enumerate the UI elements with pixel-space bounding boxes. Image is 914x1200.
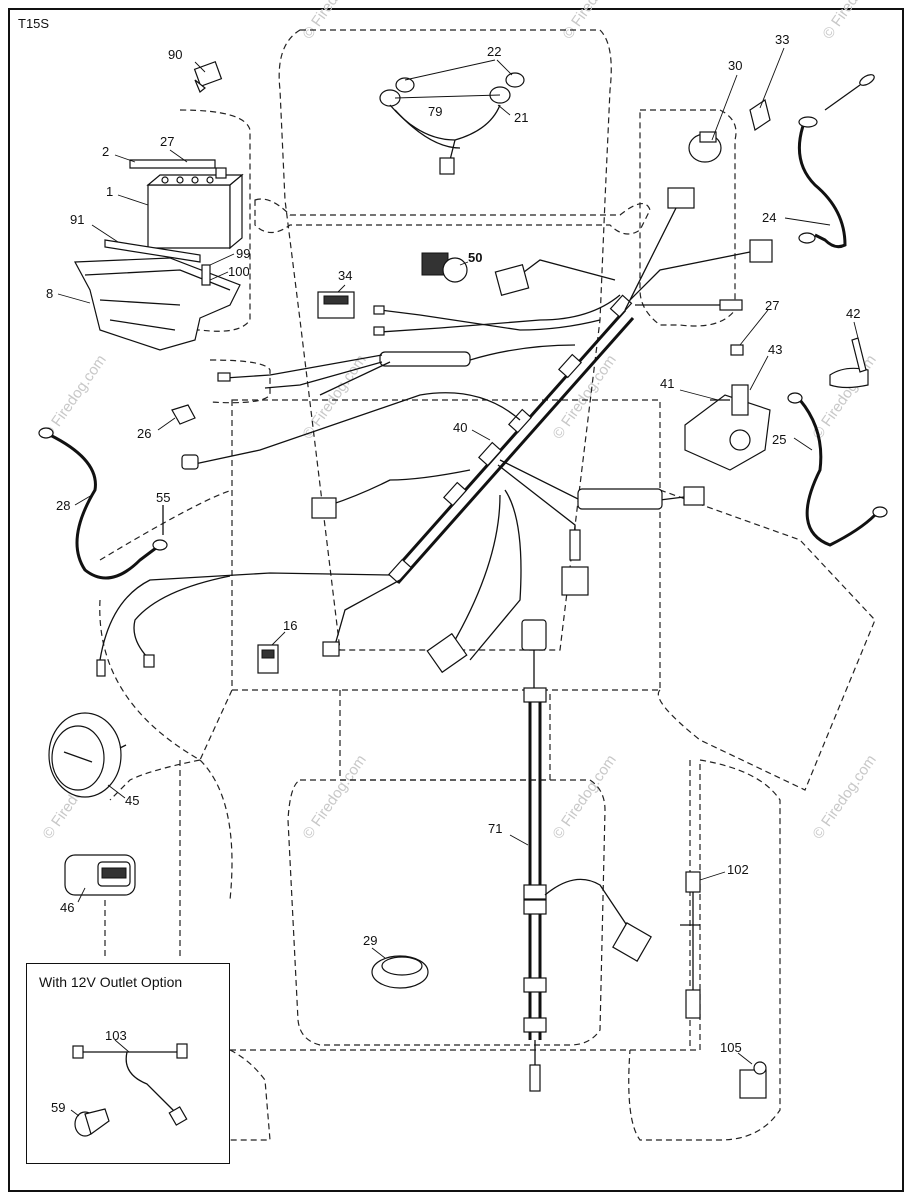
- callouts: 90 22 79 21 30 33 27 2 1 91 99 100 8 50 …: [46, 32, 860, 1065]
- callout-43: 43: [768, 342, 782, 357]
- part-30: [688, 131, 722, 163]
- diagram-code: T15S: [18, 16, 50, 31]
- callout-59: 59: [51, 1100, 65, 1115]
- part-105: [739, 1061, 767, 1099]
- outlet-option-diagram: 103 59: [51, 1028, 188, 1137]
- callout-55: 55: [156, 490, 170, 505]
- callout-90: 90: [168, 47, 182, 62]
- watermark: © Firedog.com: [819, 0, 889, 42]
- meter-45: [48, 712, 127, 798]
- part-16: [257, 644, 279, 674]
- part-29: [371, 955, 429, 989]
- hour-meter-46: [64, 854, 136, 896]
- headlight-harness: [379, 72, 525, 175]
- callout-79: 79: [428, 104, 442, 119]
- callout-8: 8: [46, 286, 53, 301]
- callout-26: 26: [137, 426, 151, 441]
- callout-30: 30: [728, 58, 742, 73]
- callout-50: 50: [468, 250, 482, 265]
- callout-42: 42: [846, 306, 860, 321]
- watermark: © Firedog.com: [549, 352, 619, 443]
- callout-100: 100: [228, 264, 250, 279]
- watermark: © Firedog.com: [299, 352, 369, 443]
- battery: [129, 159, 244, 250]
- callout-40: 40: [453, 420, 467, 435]
- callout-25: 25: [772, 432, 786, 447]
- part-26: [171, 404, 196, 425]
- main-harness: [96, 187, 773, 677]
- part-90: [193, 61, 223, 93]
- watermark: © Firedog.com: [299, 752, 369, 843]
- part-102: [680, 871, 701, 1019]
- cable-28: [38, 427, 168, 580]
- callout-1: 1: [106, 184, 113, 199]
- switch-34: [317, 291, 355, 319]
- callout-29: 29: [363, 933, 377, 948]
- callout-22: 22: [487, 44, 501, 59]
- watermark: © Firedog.com: [809, 352, 879, 443]
- callout-105: 105: [720, 1040, 742, 1055]
- chassis-outline: [99, 29, 876, 1141]
- callout-41: 41: [660, 376, 674, 391]
- watermark: © Firedog.com: [559, 0, 629, 42]
- cable-24: [797, 74, 875, 249]
- callout-45: 45: [125, 793, 139, 808]
- harness-71: [521, 619, 652, 1092]
- callout-91: 91: [70, 212, 84, 227]
- callout-34: 34: [338, 268, 352, 283]
- cable-25: [787, 392, 888, 547]
- callout-99: 99: [236, 246, 250, 261]
- part-33: [749, 99, 771, 131]
- callout-21: 21: [514, 110, 528, 125]
- callout-27-right: 27: [765, 298, 779, 313]
- callout-28: 28: [56, 498, 70, 513]
- callout-16: 16: [283, 618, 297, 633]
- watermark: © Firedog.com: [299, 0, 369, 42]
- callout-71: 71: [488, 821, 502, 836]
- watermark: © Firedog.com: [549, 752, 619, 843]
- callout-33: 33: [775, 32, 789, 47]
- callout-46: 46: [60, 900, 74, 915]
- part-42: [829, 337, 869, 389]
- inset-title: With 12V Outlet Option: [39, 974, 183, 990]
- outlet-option-inset: With 12V Outlet Option 103 59: [26, 963, 230, 1164]
- callout-2: 2: [102, 144, 109, 159]
- callout-24: 24: [762, 210, 776, 225]
- solenoid: [684, 344, 771, 471]
- callout-27-left: 27: [160, 134, 174, 149]
- callout-102: 102: [727, 862, 749, 877]
- callout-103: 103: [105, 1028, 127, 1043]
- watermark: © Firedog.com: [809, 752, 879, 843]
- ignition-switch: [421, 252, 468, 283]
- battery-tray: [74, 239, 241, 351]
